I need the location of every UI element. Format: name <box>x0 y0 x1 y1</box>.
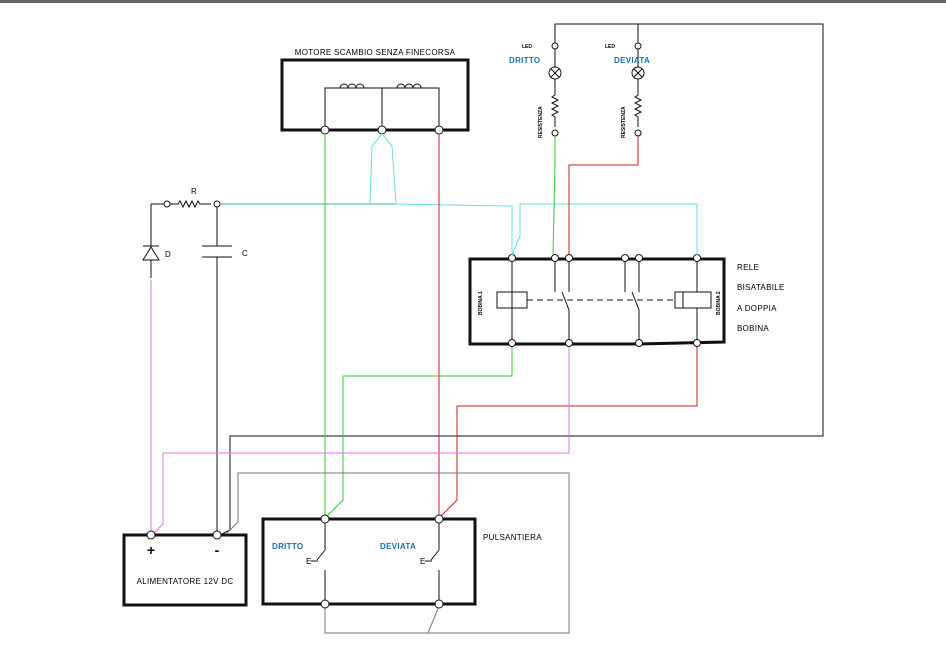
capacitor-label: C <box>242 249 248 258</box>
relay-terminal <box>693 339 701 347</box>
rc-terminal-left <box>163 200 171 208</box>
btn1-mark: E <box>306 557 312 566</box>
motor-coil-1 <box>339 83 365 89</box>
common-return-wire <box>217 23 824 537</box>
relay-caption-3: A DOPPIA <box>737 304 777 313</box>
res2-label: RESISTENZA <box>621 106 627 138</box>
relay-terminal <box>621 254 629 262</box>
relay-terminal <box>508 254 516 262</box>
resistor2-icon <box>633 94 643 127</box>
relay-terminal <box>635 339 643 347</box>
relay-terminal <box>565 339 573 347</box>
diode-icon <box>142 246 160 261</box>
btn1-name: DRITTO <box>272 542 303 551</box>
resistor2-terminal <box>634 129 642 137</box>
relay-caption-2: BISATABILE <box>737 283 785 292</box>
wire-cyan-b <box>381 133 513 255</box>
panel-terminal <box>434 599 444 609</box>
led2-tag: LED <box>605 44 615 50</box>
coil-2-label: BOBINA 2 <box>716 291 722 315</box>
led-section: LED DRITTO RESISTENZA LED DEVIATA RESIST… <box>217 23 824 537</box>
wire-pink-relay <box>153 347 570 534</box>
psu-terminal-minus <box>212 530 222 540</box>
motor-box <box>280 58 470 132</box>
panel-terminal <box>434 514 444 524</box>
motor-terminal-common <box>377 125 387 135</box>
psu-name: ALIMENTATORE 12V DC <box>137 577 234 586</box>
led1-cross-b <box>550 68 560 78</box>
motor-title: MOTORE SCAMBIO SENZA FINECORSA <box>295 48 456 57</box>
resistor-r-icon <box>170 199 211 209</box>
relay-caption-4: BOBINA <box>737 324 769 333</box>
relay-box <box>468 257 726 346</box>
resistor-r-label: R <box>191 187 197 196</box>
panel-box <box>261 517 477 606</box>
coil-2-box <box>674 291 712 309</box>
led2-terminal-top <box>634 42 642 50</box>
relay-terminal <box>551 254 559 262</box>
button-panel: PULSANTIERA E DRITTO E DEVIATA <box>261 514 542 609</box>
rc-network: R D C <box>142 187 248 533</box>
relay-caption-1: RELE <box>737 263 759 272</box>
relay-terminal <box>693 254 701 262</box>
relay-terminal <box>635 254 643 262</box>
wire-green-led <box>552 136 556 255</box>
motor-terminal-2 <box>434 125 444 135</box>
coil-1-label: BOBINA 1 <box>478 291 484 315</box>
resistor1-terminal <box>551 129 559 137</box>
top-border <box>0 0 946 3</box>
psu-terminal-plus <box>146 530 156 540</box>
contact-2-blade <box>631 291 640 343</box>
led1-tag: LED <box>522 44 532 50</box>
wire-green-coil <box>326 347 513 517</box>
resistor1-icon <box>550 94 560 127</box>
relay-block: BOBINA 1 BOBINA 2 RELE BISATABILE A DOPP… <box>468 254 785 347</box>
wire-red-coil <box>440 347 698 517</box>
btn2-mark: E <box>420 557 426 566</box>
psu-block: + - ALIMENTATORE 12V DC <box>122 530 248 607</box>
relay-terminal <box>508 339 516 347</box>
res1-label: RESISTENZA <box>538 106 544 138</box>
btn2-contact <box>430 549 440 561</box>
psu-plus-sign: + <box>147 542 155 558</box>
led2-name: DEVIATA <box>614 56 650 65</box>
psu-minus-sign: - <box>215 542 220 558</box>
panel-terminal <box>320 514 330 524</box>
psu-box <box>122 533 248 607</box>
wire-cyan-a <box>369 133 383 205</box>
led1-terminal-top <box>551 42 559 50</box>
motor-terminal-1 <box>320 125 330 135</box>
rc-terminal-right <box>213 200 221 208</box>
motor-block: MOTORE SCAMBIO SENZA FINECORSA <box>280 48 470 135</box>
panel-name: PULSANTIERA <box>483 533 542 542</box>
wire-gray-panel <box>324 606 428 634</box>
contact-1-blade <box>561 291 570 343</box>
panel-terminal <box>320 599 330 609</box>
diode-label: D <box>165 250 171 259</box>
wire-red-led <box>568 136 639 254</box>
motor-coil-2 <box>396 83 422 89</box>
led2-cross-b <box>633 68 643 78</box>
relay-terminal <box>565 254 573 262</box>
wire-gray-return <box>226 472 570 634</box>
led1-name: DRITTO <box>509 56 540 65</box>
btn1-contact <box>316 549 326 561</box>
btn2-name: DEVIATA <box>380 542 416 551</box>
wire-cyan-c <box>511 203 698 256</box>
